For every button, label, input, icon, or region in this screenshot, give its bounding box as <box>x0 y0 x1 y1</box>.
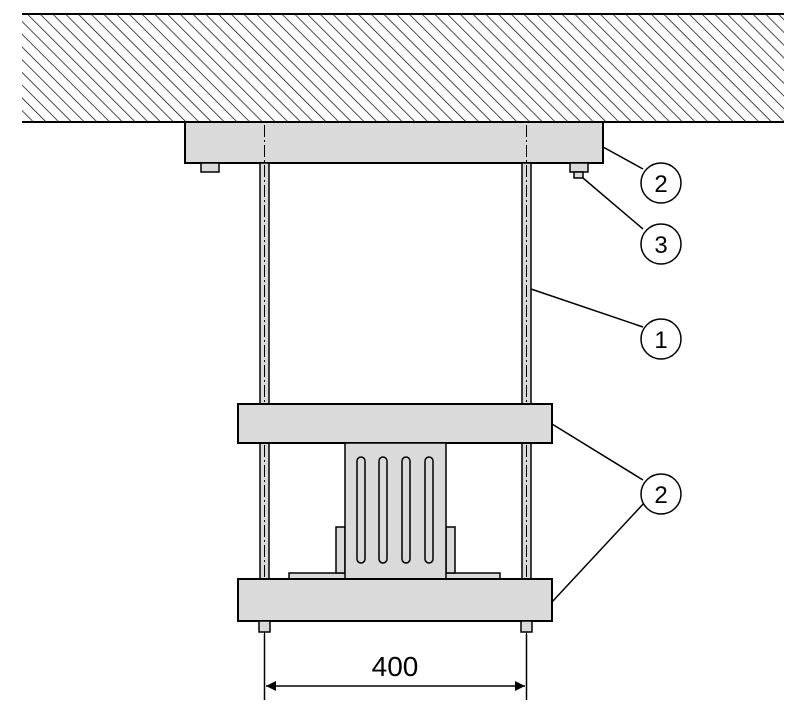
callout-top-support-label: 2 <box>654 171 667 198</box>
callout-lower-supports: 2 <box>640 473 682 515</box>
ceiling-slab <box>22 13 784 123</box>
width-dimension-label: 400 <box>372 651 419 682</box>
callout-nut: 3 <box>640 223 682 265</box>
callout-lower-supports-label: 2 <box>654 482 667 509</box>
top-right-nut <box>569 162 589 173</box>
callout-top-support: 2 <box>640 162 682 204</box>
slotted-component <box>288 442 501 582</box>
top-right-nut-small <box>573 171 584 179</box>
middle-support-block <box>237 403 553 444</box>
right-threaded-rod <box>521 125 532 634</box>
bottom-support-block <box>237 578 553 622</box>
top-support-block <box>184 121 604 164</box>
top-left-nut <box>200 162 220 173</box>
leader-lines <box>530 146 646 603</box>
bottom-right-nut <box>520 620 533 633</box>
callout-rod: 1 <box>640 318 682 360</box>
bottom-left-nut <box>258 620 271 633</box>
left-threaded-rod <box>259 125 270 634</box>
callout-rod-label: 1 <box>654 327 667 354</box>
width-dimension <box>263 634 528 700</box>
callout-nut-label: 3 <box>654 232 667 259</box>
